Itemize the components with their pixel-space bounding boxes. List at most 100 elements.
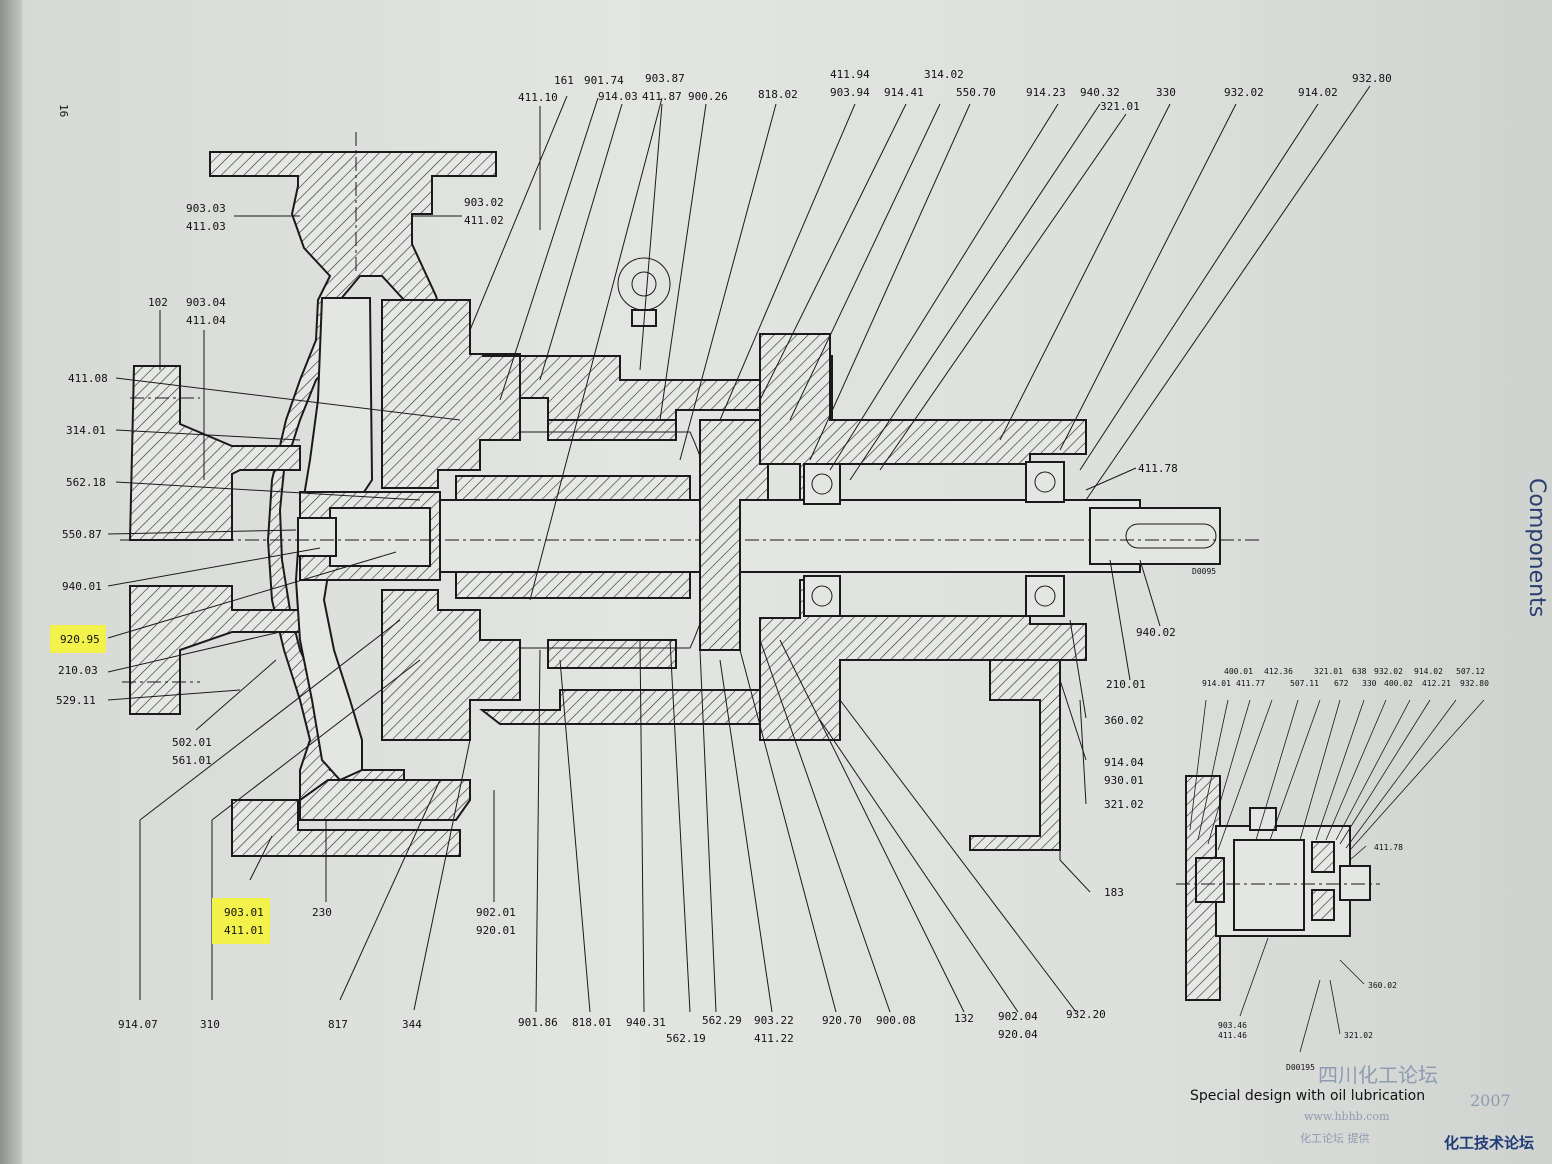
label: 932.80: [1460, 679, 1489, 688]
label: 920.95: [60, 633, 100, 646]
label: 321.01: [1100, 100, 1140, 113]
label: 932.80: [1352, 72, 1392, 85]
label: 411.94: [830, 68, 870, 81]
label: 903.46: [1218, 1021, 1247, 1030]
label: 507.12: [1456, 667, 1485, 676]
label: 914.01: [1202, 679, 1231, 688]
label: 132: [954, 1012, 974, 1025]
label: 818.01: [572, 1016, 612, 1029]
highlight-920-95: [50, 625, 106, 653]
label: 818.02: [758, 88, 798, 101]
label: 932.20: [1066, 1008, 1106, 1021]
callout-labels: 161 901.74 903.87 411.94 314.02 932.80 4…: [56, 68, 1392, 1045]
label: 914.23: [1026, 86, 1066, 99]
drawing-code-detail: D00195: [1286, 1063, 1315, 1072]
label: 902.04: [998, 1010, 1038, 1023]
label: 183: [1104, 886, 1124, 899]
label: 507.11: [1290, 679, 1319, 688]
leader-lines: [107, 85, 1371, 1013]
label: 411.02: [464, 214, 504, 227]
detail-inset: [1176, 699, 1485, 1053]
label: 940.01: [62, 580, 102, 593]
label: 914.03: [598, 90, 638, 103]
label: 562.18: [66, 476, 106, 489]
label: 903.22: [754, 1014, 794, 1027]
label: 330: [1156, 86, 1176, 99]
label: 914.07: [118, 1018, 158, 1031]
page-number: 16: [57, 104, 70, 117]
watermark-brand: 化工技术论坛: [1444, 1134, 1534, 1152]
label: 638: [1352, 667, 1367, 676]
label: 360.02: [1104, 714, 1144, 727]
watermark-sub: 化工论坛 提供: [1300, 1131, 1370, 1145]
watermark-forum: 四川化工论坛: [1318, 1063, 1438, 1087]
label: 400.02: [1384, 679, 1413, 688]
label: 900.26: [688, 90, 728, 103]
label: 920.01: [476, 924, 516, 937]
label: 903.04: [186, 296, 226, 309]
section-title: Components: [1524, 478, 1549, 617]
label: 903.87: [645, 72, 685, 85]
impeller-and-shaft: [120, 491, 1260, 581]
label: 412.36: [1264, 667, 1293, 676]
label: 411.01: [224, 924, 264, 937]
label: 903.94: [830, 86, 870, 99]
label: 932.02: [1224, 86, 1264, 99]
label: 411.22: [754, 1032, 794, 1045]
label: 310: [200, 1018, 220, 1031]
highlight-903-01: [212, 898, 270, 944]
label: 940.32: [1080, 86, 1120, 99]
label: 914.02: [1414, 667, 1443, 676]
label: 932.02: [1374, 667, 1403, 676]
label: 900.08: [876, 1014, 916, 1027]
label: 903.01: [224, 906, 264, 919]
label: 344: [402, 1018, 422, 1031]
label: 502.01: [172, 736, 212, 749]
label: 161: [554, 74, 574, 87]
label: 562.29: [702, 1014, 742, 1027]
watermark-year: 2007: [1470, 1091, 1511, 1110]
label: 920.04: [998, 1028, 1038, 1041]
label: 321.01: [1314, 667, 1343, 676]
label: 411.08: [68, 372, 108, 385]
label: 210.01: [1106, 678, 1146, 691]
label: 230: [312, 906, 332, 919]
label: 901.74: [584, 74, 624, 87]
label: 561.01: [172, 754, 212, 767]
label: 920.70: [822, 1014, 862, 1027]
label: 411.46: [1218, 1031, 1247, 1040]
label: 903.02: [464, 196, 504, 209]
label: 550.87: [62, 528, 102, 541]
label: 914.41: [884, 86, 924, 99]
label: 321.02: [1104, 798, 1144, 811]
label: 360.02: [1368, 981, 1397, 990]
label: 903.03: [186, 202, 226, 215]
label: 411.03: [186, 220, 226, 233]
label: 210.03: [58, 664, 98, 677]
label: 400.01: [1224, 667, 1253, 676]
label: 940.31: [626, 1016, 666, 1029]
label: 411.10: [518, 91, 558, 104]
bearing-bracket: [759, 333, 1087, 851]
watermark: 四川化工论坛 2007 www.hbhb.com 化工论坛 提供 化工技术论坛: [1300, 1063, 1534, 1152]
label: 411.87: [642, 90, 682, 103]
label: 930.01: [1104, 774, 1144, 787]
binding-shadow: [0, 0, 22, 1164]
drawing-code-main: D0095: [1192, 567, 1216, 576]
label: 411.04: [186, 314, 226, 327]
label: 411.77: [1236, 679, 1265, 688]
label: 411.78: [1374, 843, 1403, 852]
figure-caption: Special design with oil lubrication: [1190, 1088, 1425, 1104]
label: 314.01: [66, 424, 106, 437]
label: 321.02: [1344, 1031, 1373, 1040]
label: 914.04: [1104, 756, 1144, 769]
label: 902.01: [476, 906, 516, 919]
label: 102: [148, 296, 168, 309]
label: 314.02: [924, 68, 964, 81]
label: 817: [328, 1018, 348, 1031]
detail-labels: 400.01 412.36 321.01 638 932.02 914.02 5…: [1202, 667, 1489, 1040]
label: 330: [1362, 679, 1377, 688]
label: 562.19: [666, 1032, 706, 1045]
